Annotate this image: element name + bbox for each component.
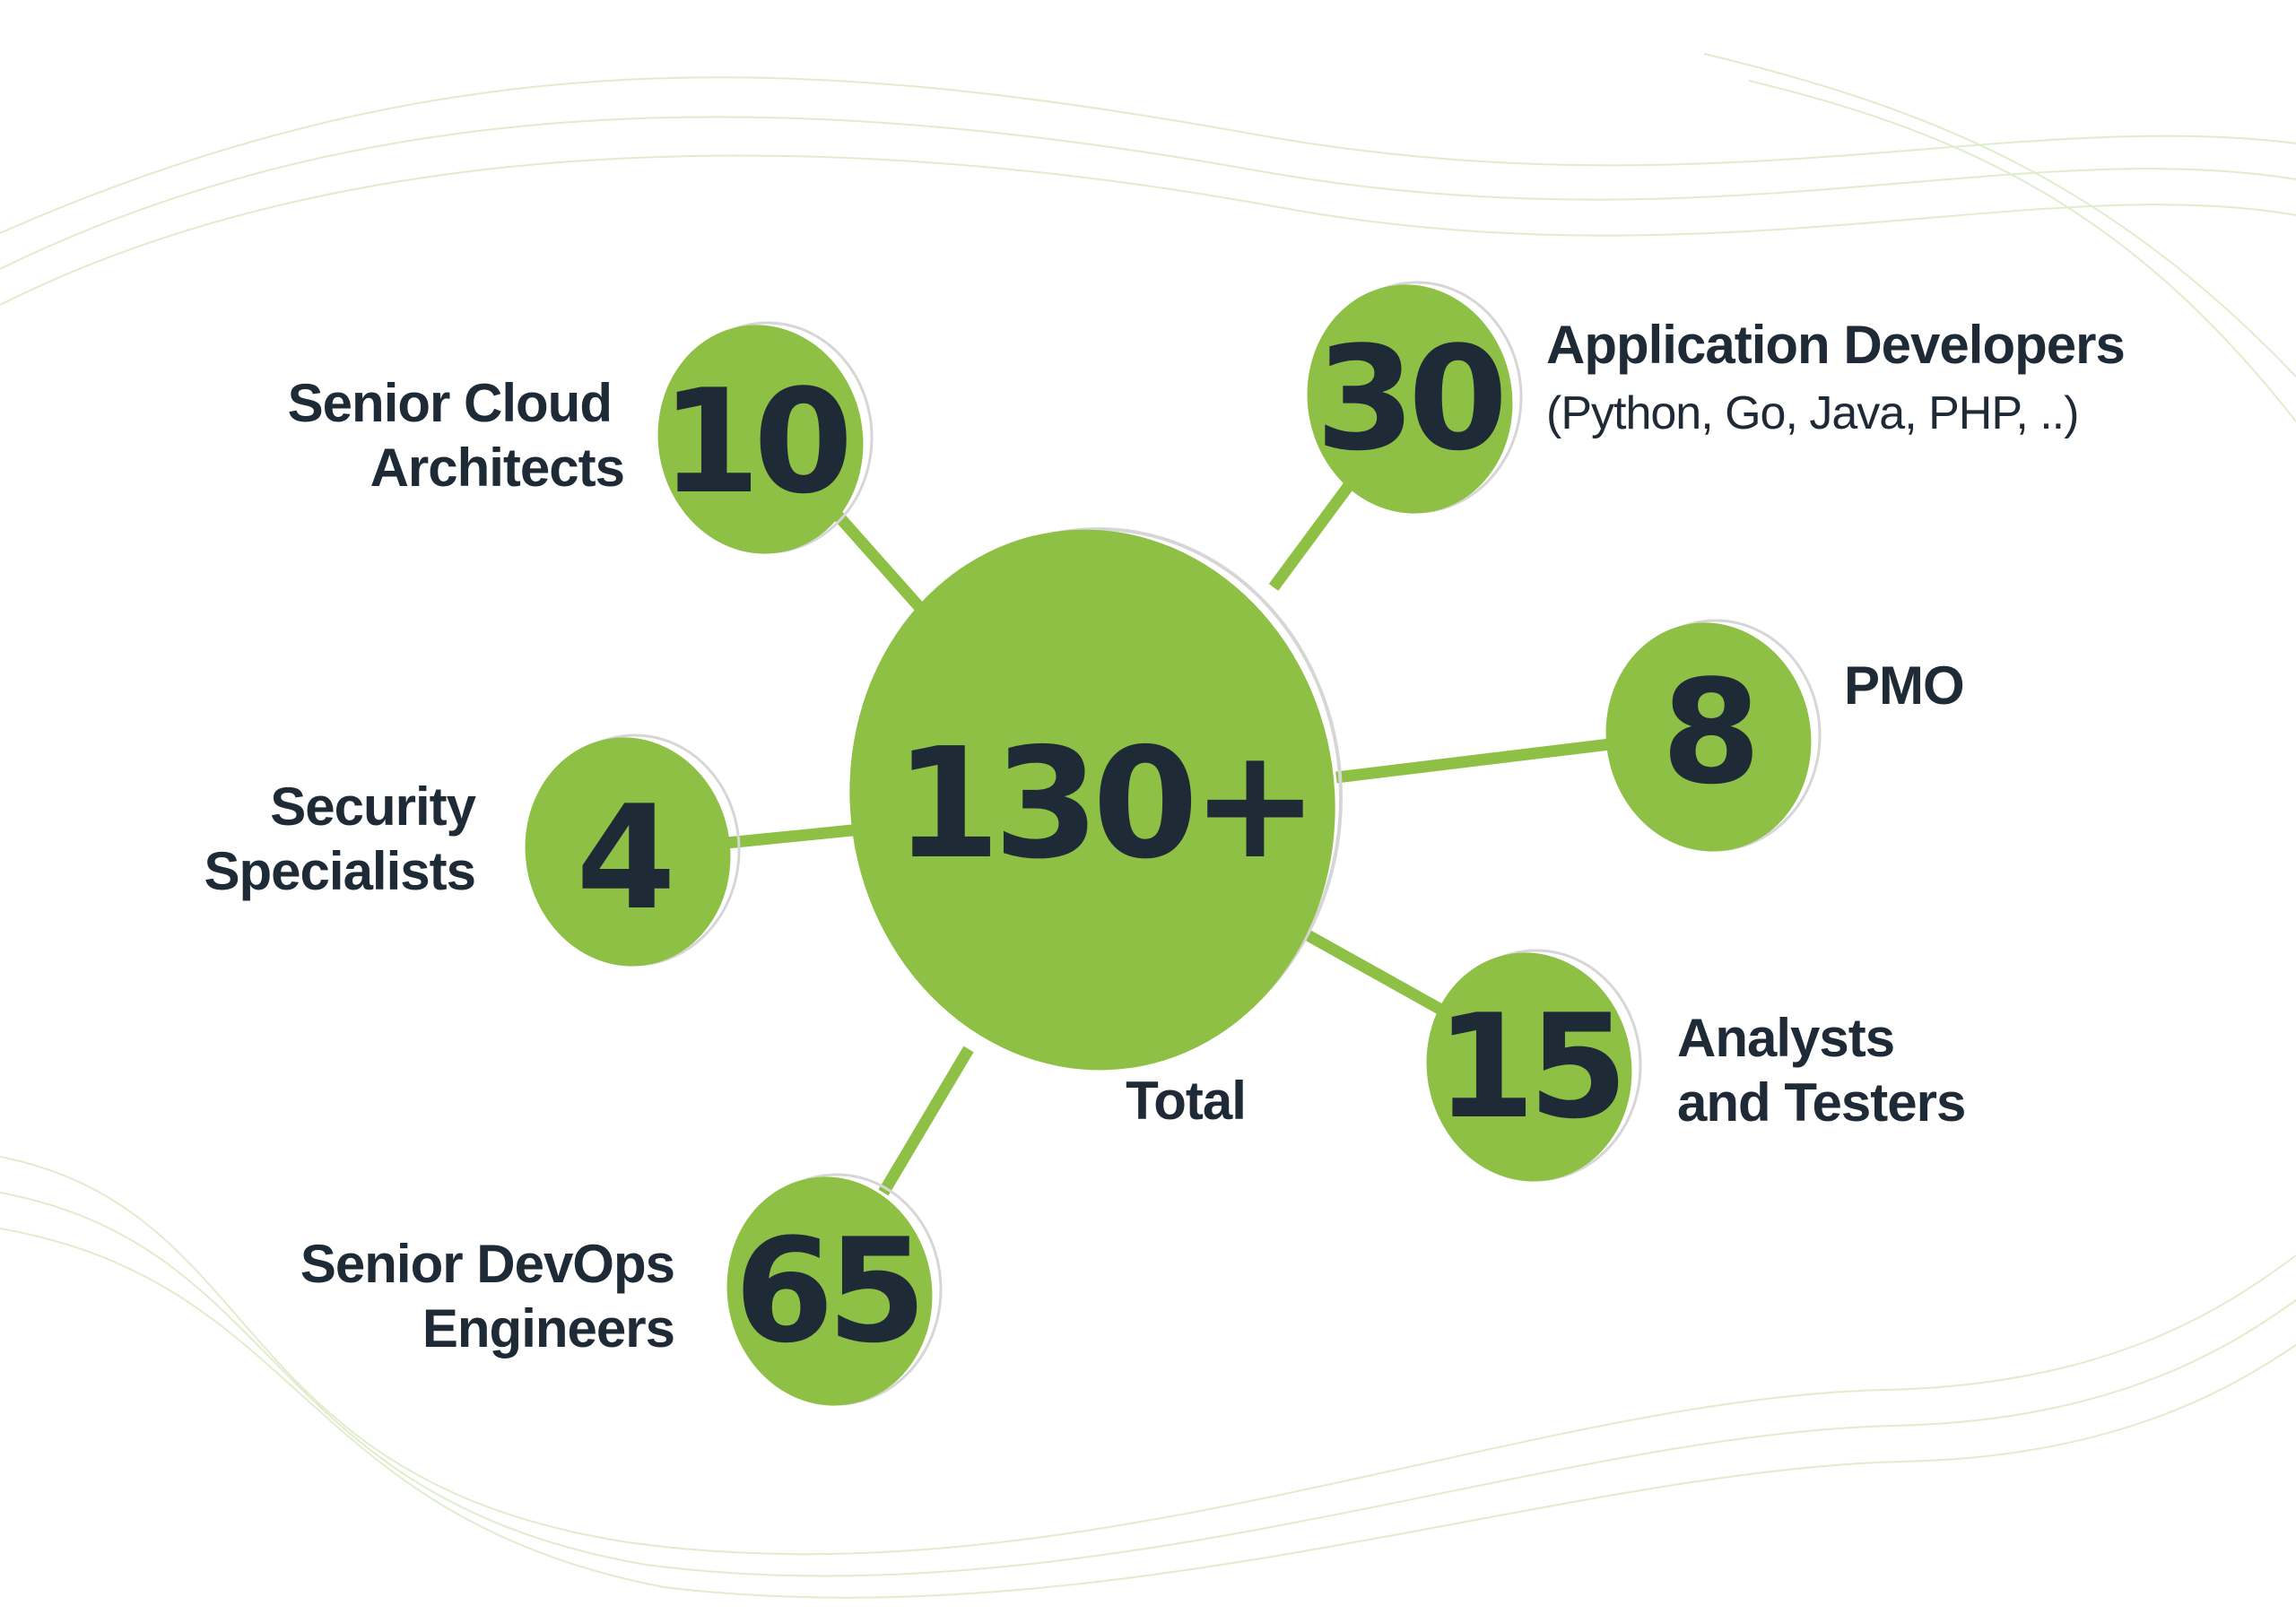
blob-pmo xyxy=(1605,622,1812,852)
node-analysts-testers: 15 Analysts and Testers xyxy=(1436,983,1967,1150)
connector-app-developers xyxy=(1268,481,1355,591)
blob-devops-engineers xyxy=(726,1176,933,1406)
node-label-devops-engineers-line2: Engineers xyxy=(422,1298,674,1358)
center-node: 130+ Total xyxy=(849,527,1343,1131)
node-value-app-developers: 30 xyxy=(1316,315,1501,482)
connector-lines xyxy=(726,481,1611,1196)
node-label-analysts-testers-line2: and Testers xyxy=(1677,1072,1965,1133)
node-blobs xyxy=(525,284,1812,1406)
node-value-devops-engineers: 65 xyxy=(735,1207,920,1375)
connector-devops-engineers xyxy=(878,1046,974,1196)
node-label-analysts-testers-line1: Analysts xyxy=(1677,1008,1894,1068)
node-value-cloud-architects: 10 xyxy=(661,358,847,525)
node-sub-app-developers: (Python, Go, Java, PHP, ..) xyxy=(1546,387,2078,439)
node-cloud-architects: 10 Senior Cloud Architects xyxy=(288,358,854,525)
node-label-devops-engineers-line1: Senior DevOps xyxy=(300,1234,674,1294)
blob-cloud-architects xyxy=(657,325,864,554)
node-label-app-developers: Application Developers xyxy=(1546,315,2125,375)
connector-analysts-testers xyxy=(1283,918,1443,1014)
node-value-pmo: 8 xyxy=(1661,648,1753,816)
blob-app-developers xyxy=(1307,284,1513,514)
node-security-specialists: 4 Security Specialists xyxy=(204,774,676,942)
connector-security-specialists xyxy=(726,823,862,849)
node-label-pmo: PMO xyxy=(1844,655,1964,716)
node-devops-engineers: 65 Senior DevOps Engineers xyxy=(300,1207,926,1375)
center-caption: Total xyxy=(1126,1071,1246,1131)
node-app-developers: 30 Application Developers (Python, Go, J… xyxy=(1316,315,2126,482)
connector-pmo xyxy=(1335,738,1611,784)
node-label-security-specialists-line1: Security xyxy=(270,777,476,837)
blob-analysts-testers xyxy=(1426,952,1632,1182)
center-blob xyxy=(849,529,1335,1071)
node-value-security-specialists: 4 xyxy=(576,774,669,942)
blob-security-specialists xyxy=(525,737,731,967)
node-value-analysts-testers: 15 xyxy=(1436,983,1622,1150)
background-waves xyxy=(0,53,2296,1599)
node-label-security-specialists-line2: Specialists xyxy=(204,841,475,901)
node-label-cloud-architects-line2: Architects xyxy=(370,438,624,498)
node-label-cloud-architects-line1: Senior Cloud xyxy=(288,373,612,433)
center-value: 130+ xyxy=(894,716,1311,893)
node-pmo: 8 PMO xyxy=(1661,648,1964,816)
